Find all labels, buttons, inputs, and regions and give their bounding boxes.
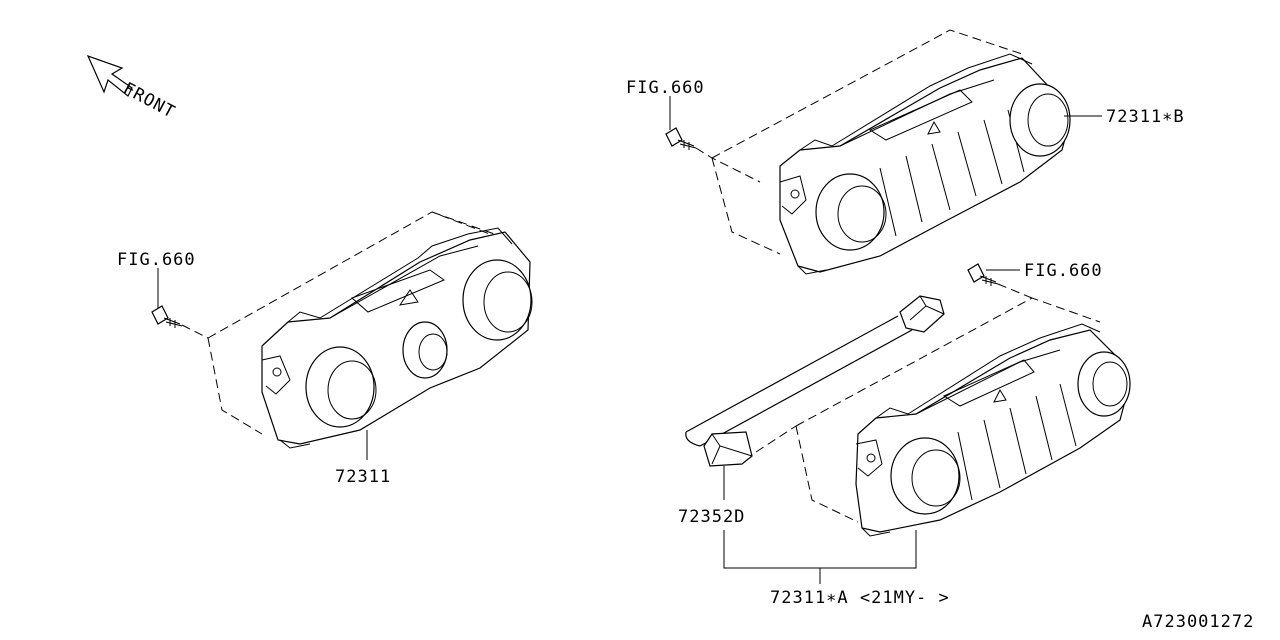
control-unit-72311-b (711, 29, 1071, 275)
fig-660-top-label: FIG.660 (626, 78, 705, 98)
part-72311-b-label: 72311∗B (1106, 107, 1185, 127)
cable-harness-72352d (685, 295, 945, 467)
front-label: FRONT (120, 79, 179, 123)
part-72352d-label: 72352D (678, 507, 745, 527)
screw-right-icon (967, 263, 999, 286)
fig-660-left-label: FIG.660 (117, 250, 196, 270)
diagram-id: A723001272 (1142, 612, 1254, 632)
screw-top-icon (665, 127, 697, 150)
front-arrow-icon (86, 54, 133, 97)
control-unit-72311 (207, 211, 533, 449)
control-unit-72311-a (795, 297, 1131, 537)
part-72311-label: 72311 (335, 467, 391, 487)
screw-left-icon (151, 305, 183, 328)
part-72311-a-label: 72311∗A <21MY- > (770, 588, 950, 608)
fig-660-right-label: FIG.660 (1024, 261, 1103, 281)
